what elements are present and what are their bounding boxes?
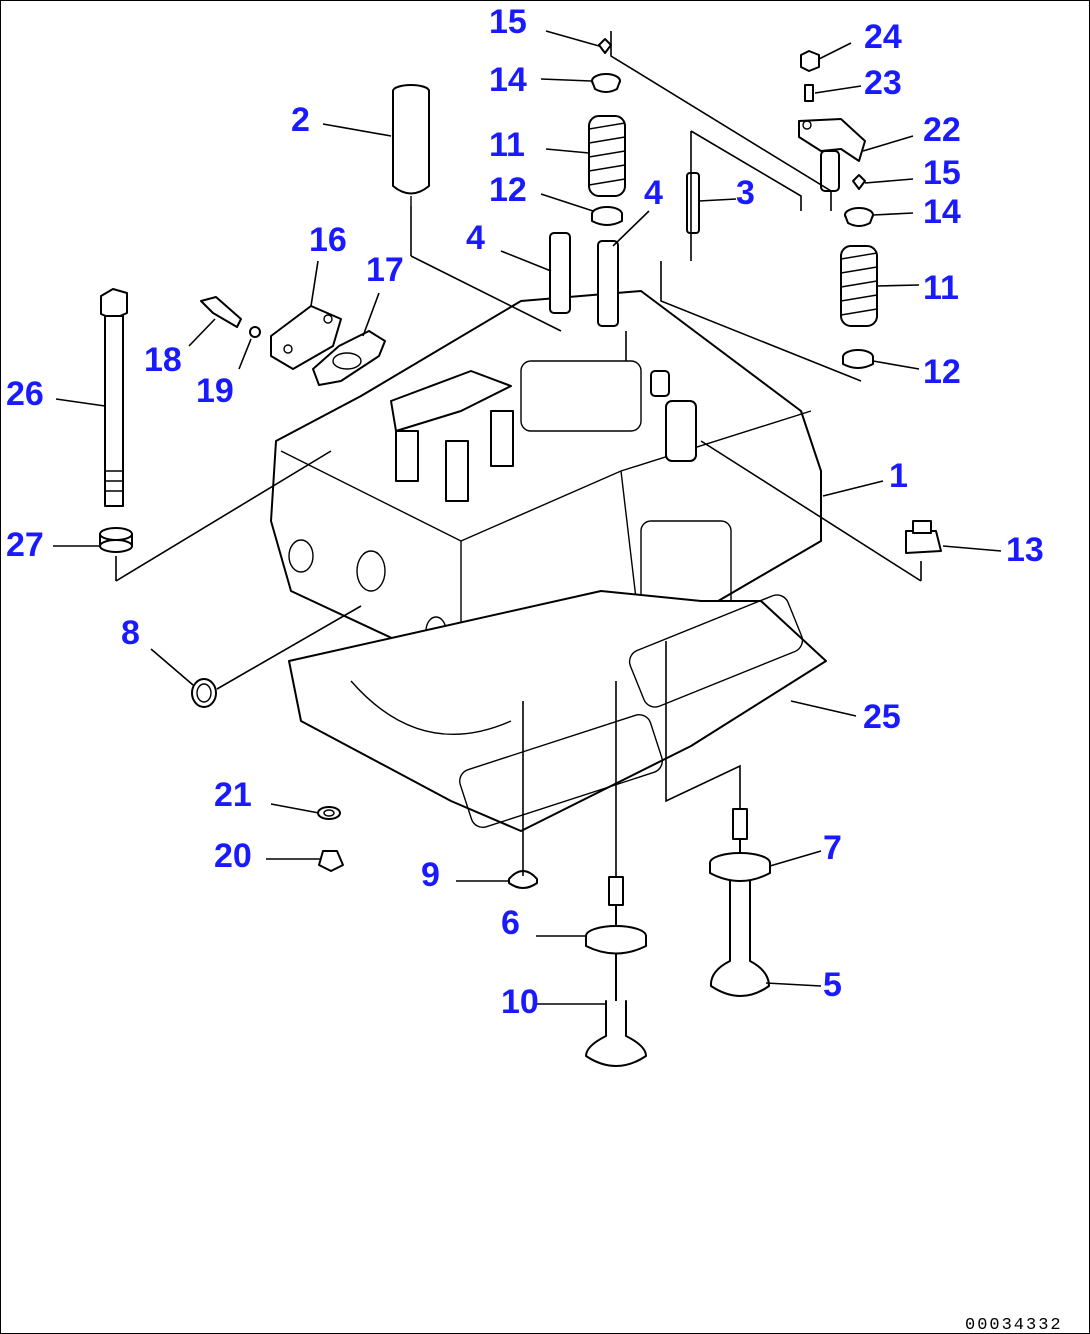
callout-19: 19	[196, 372, 234, 410]
part-nut-22	[800, 50, 820, 72]
callout-17: 17	[366, 251, 404, 289]
part-screw-21	[804, 84, 814, 102]
callout-6: 7	[823, 829, 842, 867]
callout-11-right: 11	[923, 269, 959, 307]
callout-5: 6	[501, 904, 520, 942]
callout-4-left: 4	[466, 219, 485, 257]
callout-22: 24	[864, 18, 902, 56]
part-valve-9	[585, 876, 647, 1067]
callout-15-right: 15	[923, 154, 961, 192]
part-gasket-17	[312, 330, 386, 386]
part-rocker-20	[798, 118, 866, 192]
callout-15-top: 15	[489, 3, 527, 41]
callout-12-left: 12	[489, 171, 527, 209]
callout-1: 1	[889, 457, 908, 495]
callout-12-right: 12	[923, 353, 961, 391]
part-seat-12a	[591, 206, 623, 226]
callout-3: 3	[736, 174, 755, 212]
callout-20: 22	[923, 111, 961, 149]
callout-14-right: 14	[923, 193, 961, 231]
callout-21: 23	[864, 64, 902, 102]
part-retainer-14b	[844, 207, 874, 227]
callout-14-top: 14	[489, 61, 527, 99]
part-spring-11a	[588, 115, 626, 197]
part-valve-guide-4b	[597, 240, 619, 327]
callout-9: 10	[501, 983, 539, 1021]
part-washer-27	[99, 527, 133, 553]
part-cotter-15b	[852, 174, 866, 190]
callout-11-left: 11	[489, 126, 525, 164]
part-cotter-15a	[598, 38, 612, 54]
callout-24: 20	[214, 837, 252, 875]
part-plug-8	[508, 870, 538, 889]
drawing-number: 00034332	[965, 1316, 1063, 1333]
part-bolt-26	[100, 288, 128, 507]
part-valve-guide-4a	[549, 232, 571, 314]
assembly-lines	[115, 31, 922, 876]
part-seat-12b	[842, 349, 874, 369]
part-pin-3	[686, 172, 700, 234]
part-spring-11b	[840, 245, 878, 327]
part-washer-25	[317, 806, 341, 820]
part-valve-seat-5	[585, 925, 647, 955]
callout-8: 9	[421, 856, 440, 894]
callout-labels: 15 14 11 12 2 4 4 3 24 23 22 15 14 11 12…	[6, 3, 1044, 1021]
part-o-ring-7	[191, 678, 217, 708]
part-washer-19	[249, 326, 261, 338]
callout-7: 8	[121, 614, 140, 652]
part-sleeve-2	[392, 84, 430, 206]
callout-13: 13	[1006, 531, 1044, 569]
callout-27: 27	[6, 526, 44, 564]
callout-16: 16	[309, 221, 347, 259]
callout-23: 25	[863, 698, 901, 736]
callout-2: 2	[291, 101, 310, 139]
part-plug-24	[318, 850, 344, 872]
callout-leaders	[53, 30, 1002, 1005]
callout-26: 26	[6, 375, 44, 413]
callout-18: 18	[144, 341, 182, 379]
part-retainer-14a	[591, 73, 621, 93]
part-head-gasket-23	[288, 590, 827, 832]
part-valve-seat-6	[709, 852, 771, 882]
part-plug-13	[905, 520, 942, 554]
callout-25: 21	[214, 776, 252, 814]
part-valve-10	[709, 808, 770, 997]
callout-10: 5	[823, 966, 842, 1004]
callout-4-right: 4	[644, 174, 663, 212]
part-bolt-18	[200, 296, 242, 328]
